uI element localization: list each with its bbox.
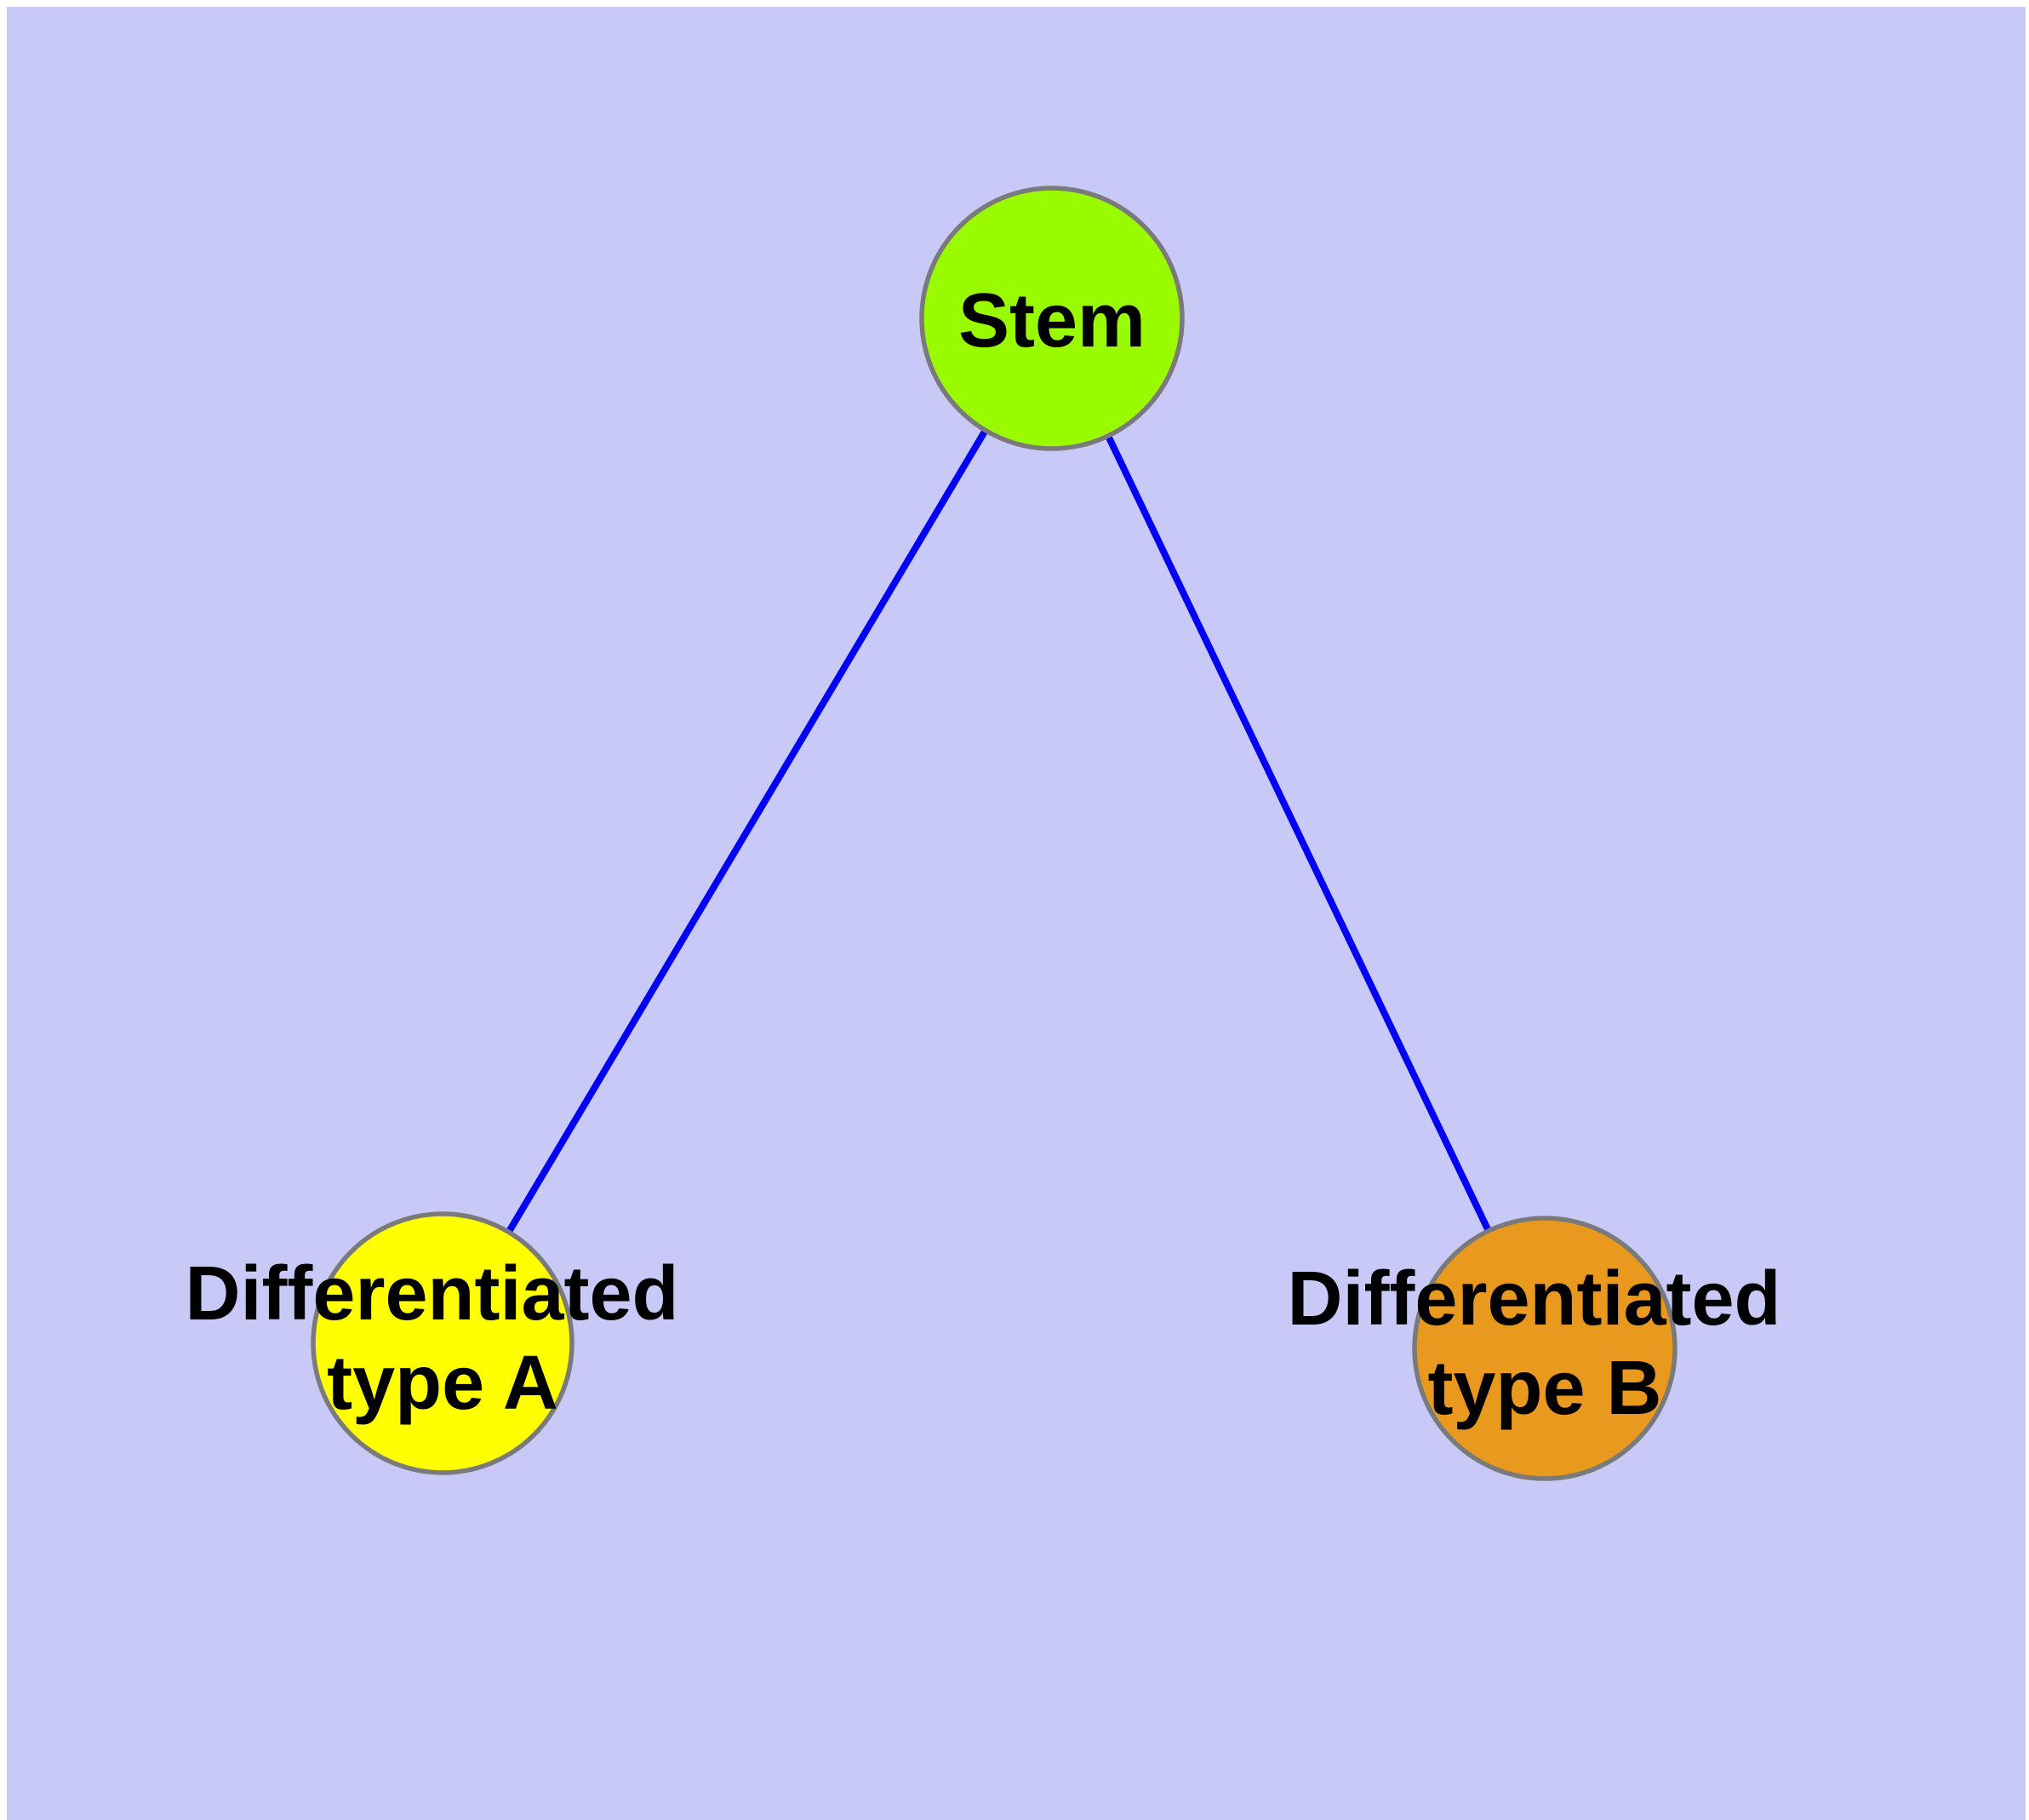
node-differentiated-type-a-label-line1: Differentiated <box>185 1251 678 1336</box>
node-differentiated-type-a-label-line2: type A <box>327 1341 558 1426</box>
node-differentiated-type-b-label-line1: Differentiated <box>1287 1256 1780 1342</box>
edge-stem-to-type-a <box>439 316 1055 1346</box>
edge-stem-to-type-b <box>1049 317 1548 1350</box>
node-differentiated-type-a[interactable] <box>311 1211 574 1475</box>
node-stem[interactable] <box>919 186 1185 451</box>
node-stem-label: Stem <box>958 278 1146 363</box>
node-differentiated-type-b-label-line2: type B <box>1427 1346 1661 1431</box>
node-differentiated-type-b[interactable] <box>1412 1216 1677 1481</box>
node-differentiated-type-a-label: Differentiated type A <box>185 1251 700 1426</box>
node-stem-label-line1: Stem <box>958 278 1146 363</box>
node-differentiated-type-b-label: Differentiated type B <box>1287 1256 1802 1431</box>
